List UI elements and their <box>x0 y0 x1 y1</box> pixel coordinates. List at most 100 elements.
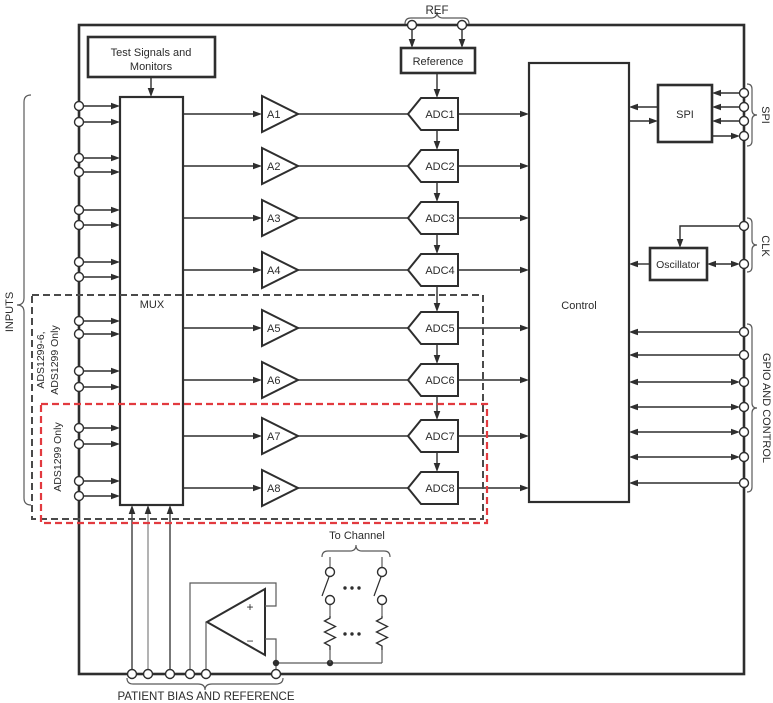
adc-label: ADC6 <box>425 375 454 387</box>
arrowhead <box>111 367 120 375</box>
arrowhead <box>147 88 155 97</box>
pin <box>738 115 750 127</box>
arrowhead <box>111 424 120 432</box>
arrowhead <box>253 266 262 274</box>
adc-label: ADC3 <box>425 213 454 225</box>
pin <box>738 477 750 489</box>
ads1299-6-label-line1: ADS1299-6, <box>35 331 47 388</box>
arrowhead <box>731 403 740 411</box>
arrowhead <box>111 317 120 325</box>
blocks-layer <box>77 23 746 676</box>
arrowhead <box>253 324 262 332</box>
arrowhead <box>520 266 529 274</box>
opamp-plus-loop <box>189 582 277 669</box>
switch-lever <box>373 576 382 597</box>
arrowhead <box>629 428 638 436</box>
arrowhead <box>111 206 120 214</box>
arrowhead <box>111 154 120 162</box>
ellipsis-dot <box>343 632 347 636</box>
arrowhead <box>731 260 740 268</box>
arrowhead <box>520 324 529 332</box>
ref-brace <box>404 11 470 25</box>
ads1299-only-label: ADS1299 Only <box>52 422 64 492</box>
control-block-label: Control <box>561 300 596 312</box>
inputs-group-label: INPUTS <box>4 292 16 332</box>
arrowhead <box>629 103 638 111</box>
arrowhead <box>128 505 136 514</box>
test-signals-label-line2: Monitors <box>130 61 173 73</box>
arrowhead <box>731 378 740 386</box>
pin <box>73 475 85 487</box>
spi-brace <box>746 83 758 147</box>
opamp <box>204 587 266 657</box>
reference-block <box>399 46 477 75</box>
pin <box>73 490 85 502</box>
arrowhead <box>520 214 529 222</box>
pin <box>73 256 85 268</box>
arrowhead <box>111 492 120 500</box>
amp-label: A6 <box>267 375 280 387</box>
arrowhead <box>253 162 262 170</box>
arrowhead <box>433 89 441 98</box>
amp-label: A4 <box>267 265 280 277</box>
amp-label: A8 <box>267 483 280 495</box>
arrowhead <box>253 376 262 384</box>
wires-layer <box>16 11 758 691</box>
arrowhead <box>731 132 740 140</box>
control-block <box>527 61 631 504</box>
gpio-group-label: GPIO AND CONTROL <box>760 353 772 463</box>
test-signals-label-line1: Test Signals and <box>111 47 192 59</box>
switch-contact <box>324 566 336 578</box>
amp-label: A5 <box>267 323 280 335</box>
pin <box>738 426 750 438</box>
arrowhead <box>520 110 529 118</box>
ref-pins-label: REF <box>426 5 449 17</box>
pin <box>126 668 138 680</box>
arrowhead <box>111 330 120 338</box>
pin <box>738 326 750 338</box>
arrowhead <box>111 258 120 266</box>
arrowhead <box>520 484 529 492</box>
arrowhead <box>458 39 466 48</box>
ads1299-variant-box <box>39 402 489 525</box>
pin <box>270 668 282 680</box>
arrowhead <box>111 273 120 281</box>
oscillator-block-label: Oscillator <box>656 259 700 271</box>
ellipsis-dot <box>357 586 361 590</box>
arrowhead <box>111 383 120 391</box>
pin <box>73 381 85 393</box>
pin <box>738 349 750 361</box>
pin <box>73 219 85 231</box>
arrowhead <box>111 118 120 126</box>
clk-group-label: CLK <box>759 235 771 257</box>
arrowhead <box>253 484 262 492</box>
pin <box>73 100 85 112</box>
amp-label: A2 <box>267 161 280 173</box>
pin <box>164 668 176 680</box>
arrowhead <box>712 89 721 97</box>
mux-block <box>118 95 185 507</box>
ads1299-6-label-line2: ADS1299 Only <box>49 325 61 395</box>
resistor <box>375 616 389 650</box>
arrowhead <box>433 411 441 420</box>
arrowhead <box>676 239 684 248</box>
variant-boxes-layer <box>31 294 489 525</box>
spi-block-label: SPI <box>676 109 694 121</box>
pin <box>738 87 750 99</box>
arrowhead <box>433 355 441 364</box>
pin <box>738 101 750 113</box>
arrowhead <box>253 214 262 222</box>
labels-layer: REF Reference Test Signals and Monitors … <box>4 5 772 703</box>
pin <box>142 668 154 680</box>
chip-outline <box>77 23 746 676</box>
arrowhead <box>731 428 740 436</box>
pin <box>73 422 85 434</box>
arrowhead <box>111 168 120 176</box>
arrowhead <box>629 260 638 268</box>
patient-bias-label: PATIENT BIAS AND REFERENCE <box>117 691 294 703</box>
arrowhead <box>433 303 441 312</box>
arrowhead <box>707 260 716 268</box>
